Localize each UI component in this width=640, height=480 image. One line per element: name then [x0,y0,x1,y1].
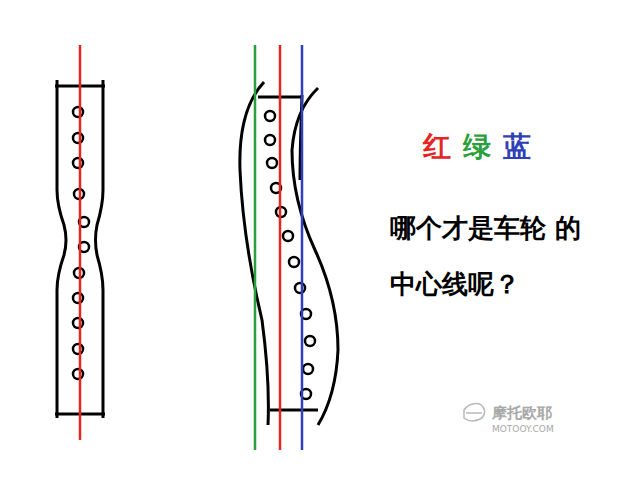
rim-bottom [270,409,318,412]
color-name-red: 红 [423,133,451,161]
wheel-left-side [57,80,66,418]
red-centerline [79,45,82,440]
hole-row [265,111,315,399]
watermark-logo [464,404,485,421]
red-line [279,45,282,450]
wheel-right-side [96,80,104,418]
color-name-green: 绿 [463,133,491,161]
wheel-outer-right-side [292,88,338,425]
watermark-url: MOTOOY.COM [492,425,554,434]
green-line [254,45,257,450]
watermark: 摩托欧耶 [492,406,552,421]
question-text: 哪个才是车轮 的中心线呢？ [390,200,590,312]
blue-line [301,45,304,450]
color-name-blue: 蓝 [503,133,531,161]
